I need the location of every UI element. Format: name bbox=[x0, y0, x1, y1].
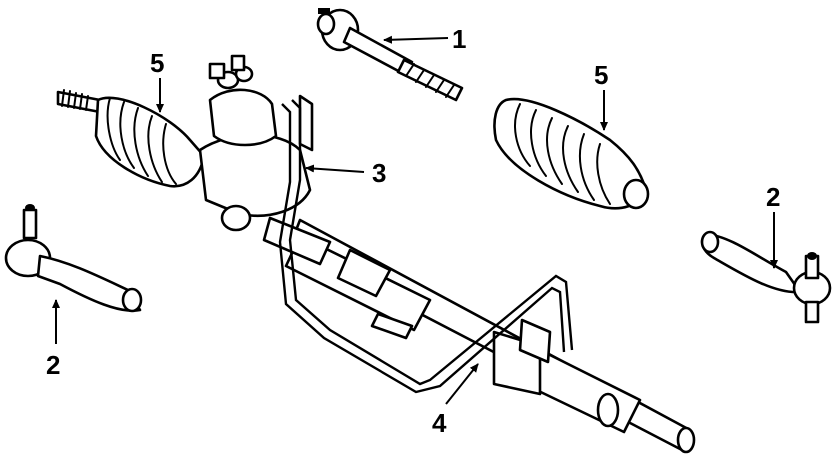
inner-tie-rod-part bbox=[316, 8, 464, 102]
right-boot-part bbox=[493, 97, 650, 210]
steering-rack-assembly bbox=[198, 54, 696, 454]
callout-4: 4 bbox=[432, 408, 447, 438]
hydraulic-lines-part bbox=[278, 99, 574, 394]
callout-2-left: 2 bbox=[46, 350, 60, 380]
callout-2-right: 2 bbox=[766, 182, 780, 212]
leader-4 bbox=[445, 363, 479, 405]
left-outer-tie-rod-end-part bbox=[4, 204, 143, 313]
right-outer-tie-rod-end-part bbox=[700, 230, 832, 324]
callout-3: 3 bbox=[372, 158, 386, 188]
callout-1: 1 bbox=[452, 24, 466, 54]
callout-leaders bbox=[52, 35, 778, 405]
callout-5-right: 5 bbox=[594, 60, 608, 90]
left-boot-part bbox=[56, 89, 206, 188]
leader-1 bbox=[383, 35, 449, 44]
leader-3 bbox=[305, 164, 365, 173]
callout-5-left: 5 bbox=[150, 48, 164, 78]
